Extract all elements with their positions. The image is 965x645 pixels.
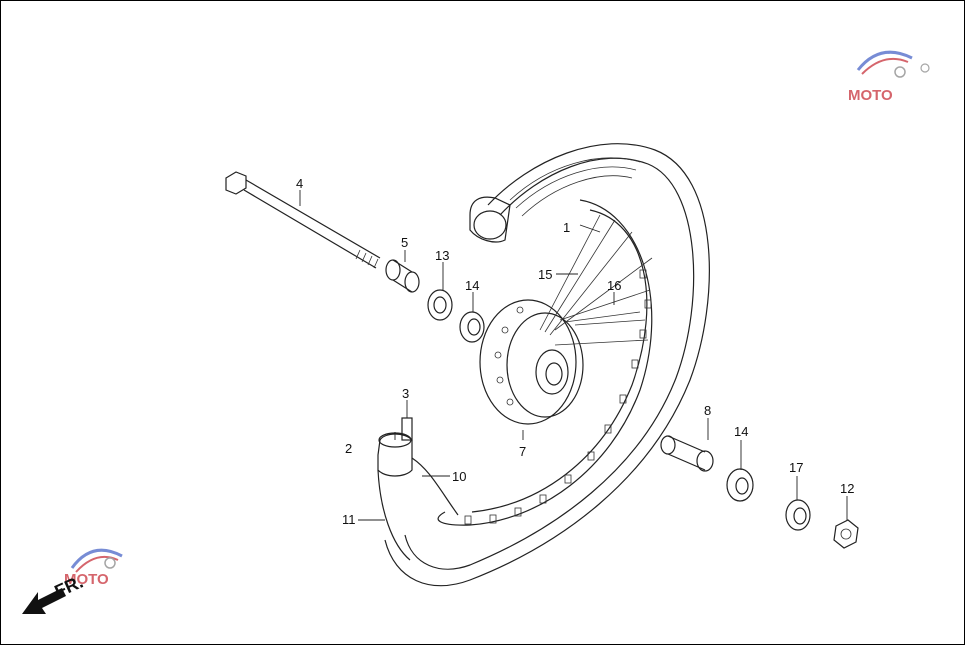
front-direction-marker: FR.	[22, 572, 86, 614]
dust-seal	[427, 289, 453, 321]
watermark-logo-bottom: MOTO	[64, 548, 123, 588]
part-label-1: 1	[563, 220, 570, 235]
watermark-text-bottom: MOTO	[64, 571, 109, 588]
part-label-11: 11	[342, 512, 356, 527]
part-label-14-left: 14	[465, 278, 479, 293]
spokes	[539, 214, 653, 346]
leader-lines	[299, 190, 848, 521]
watermark-logo-top: MOTO	[848, 50, 930, 104]
part-label-16: 16	[607, 278, 621, 293]
rim	[437, 199, 653, 526]
part-label-2: 2	[345, 441, 352, 456]
front-arrow-icon	[22, 588, 66, 614]
fender-bracket	[377, 417, 459, 561]
part-label-7: 7	[519, 444, 526, 459]
bearing-left	[459, 311, 485, 343]
part-label-15: 15	[538, 267, 552, 282]
oil-seal	[785, 499, 811, 531]
part-label-3: 3	[402, 386, 409, 401]
part-label-12: 12	[840, 481, 854, 496]
collar	[385, 259, 420, 293]
axle-bolt	[225, 171, 381, 269]
tire	[384, 143, 710, 587]
axle-nut	[833, 519, 859, 549]
part-label-4: 4	[296, 176, 303, 191]
distance-collar	[660, 435, 714, 472]
part-label-5: 5	[401, 235, 408, 250]
part-label-17: 17	[789, 460, 803, 475]
bearing-right	[726, 468, 754, 502]
part-label-13: 13	[435, 248, 449, 263]
part-labels: 1 2 3 4 5 7 8 10 11 12 13 14 14 15 16 17	[296, 176, 854, 527]
part-label-14-right: 14	[734, 424, 748, 439]
part-label-8: 8	[704, 403, 711, 418]
part-label-10: 10	[452, 469, 466, 484]
watermark-text-top: MOTO	[848, 87, 893, 104]
wheel-hub	[479, 299, 584, 425]
rim-spoke-holes	[464, 269, 652, 525]
